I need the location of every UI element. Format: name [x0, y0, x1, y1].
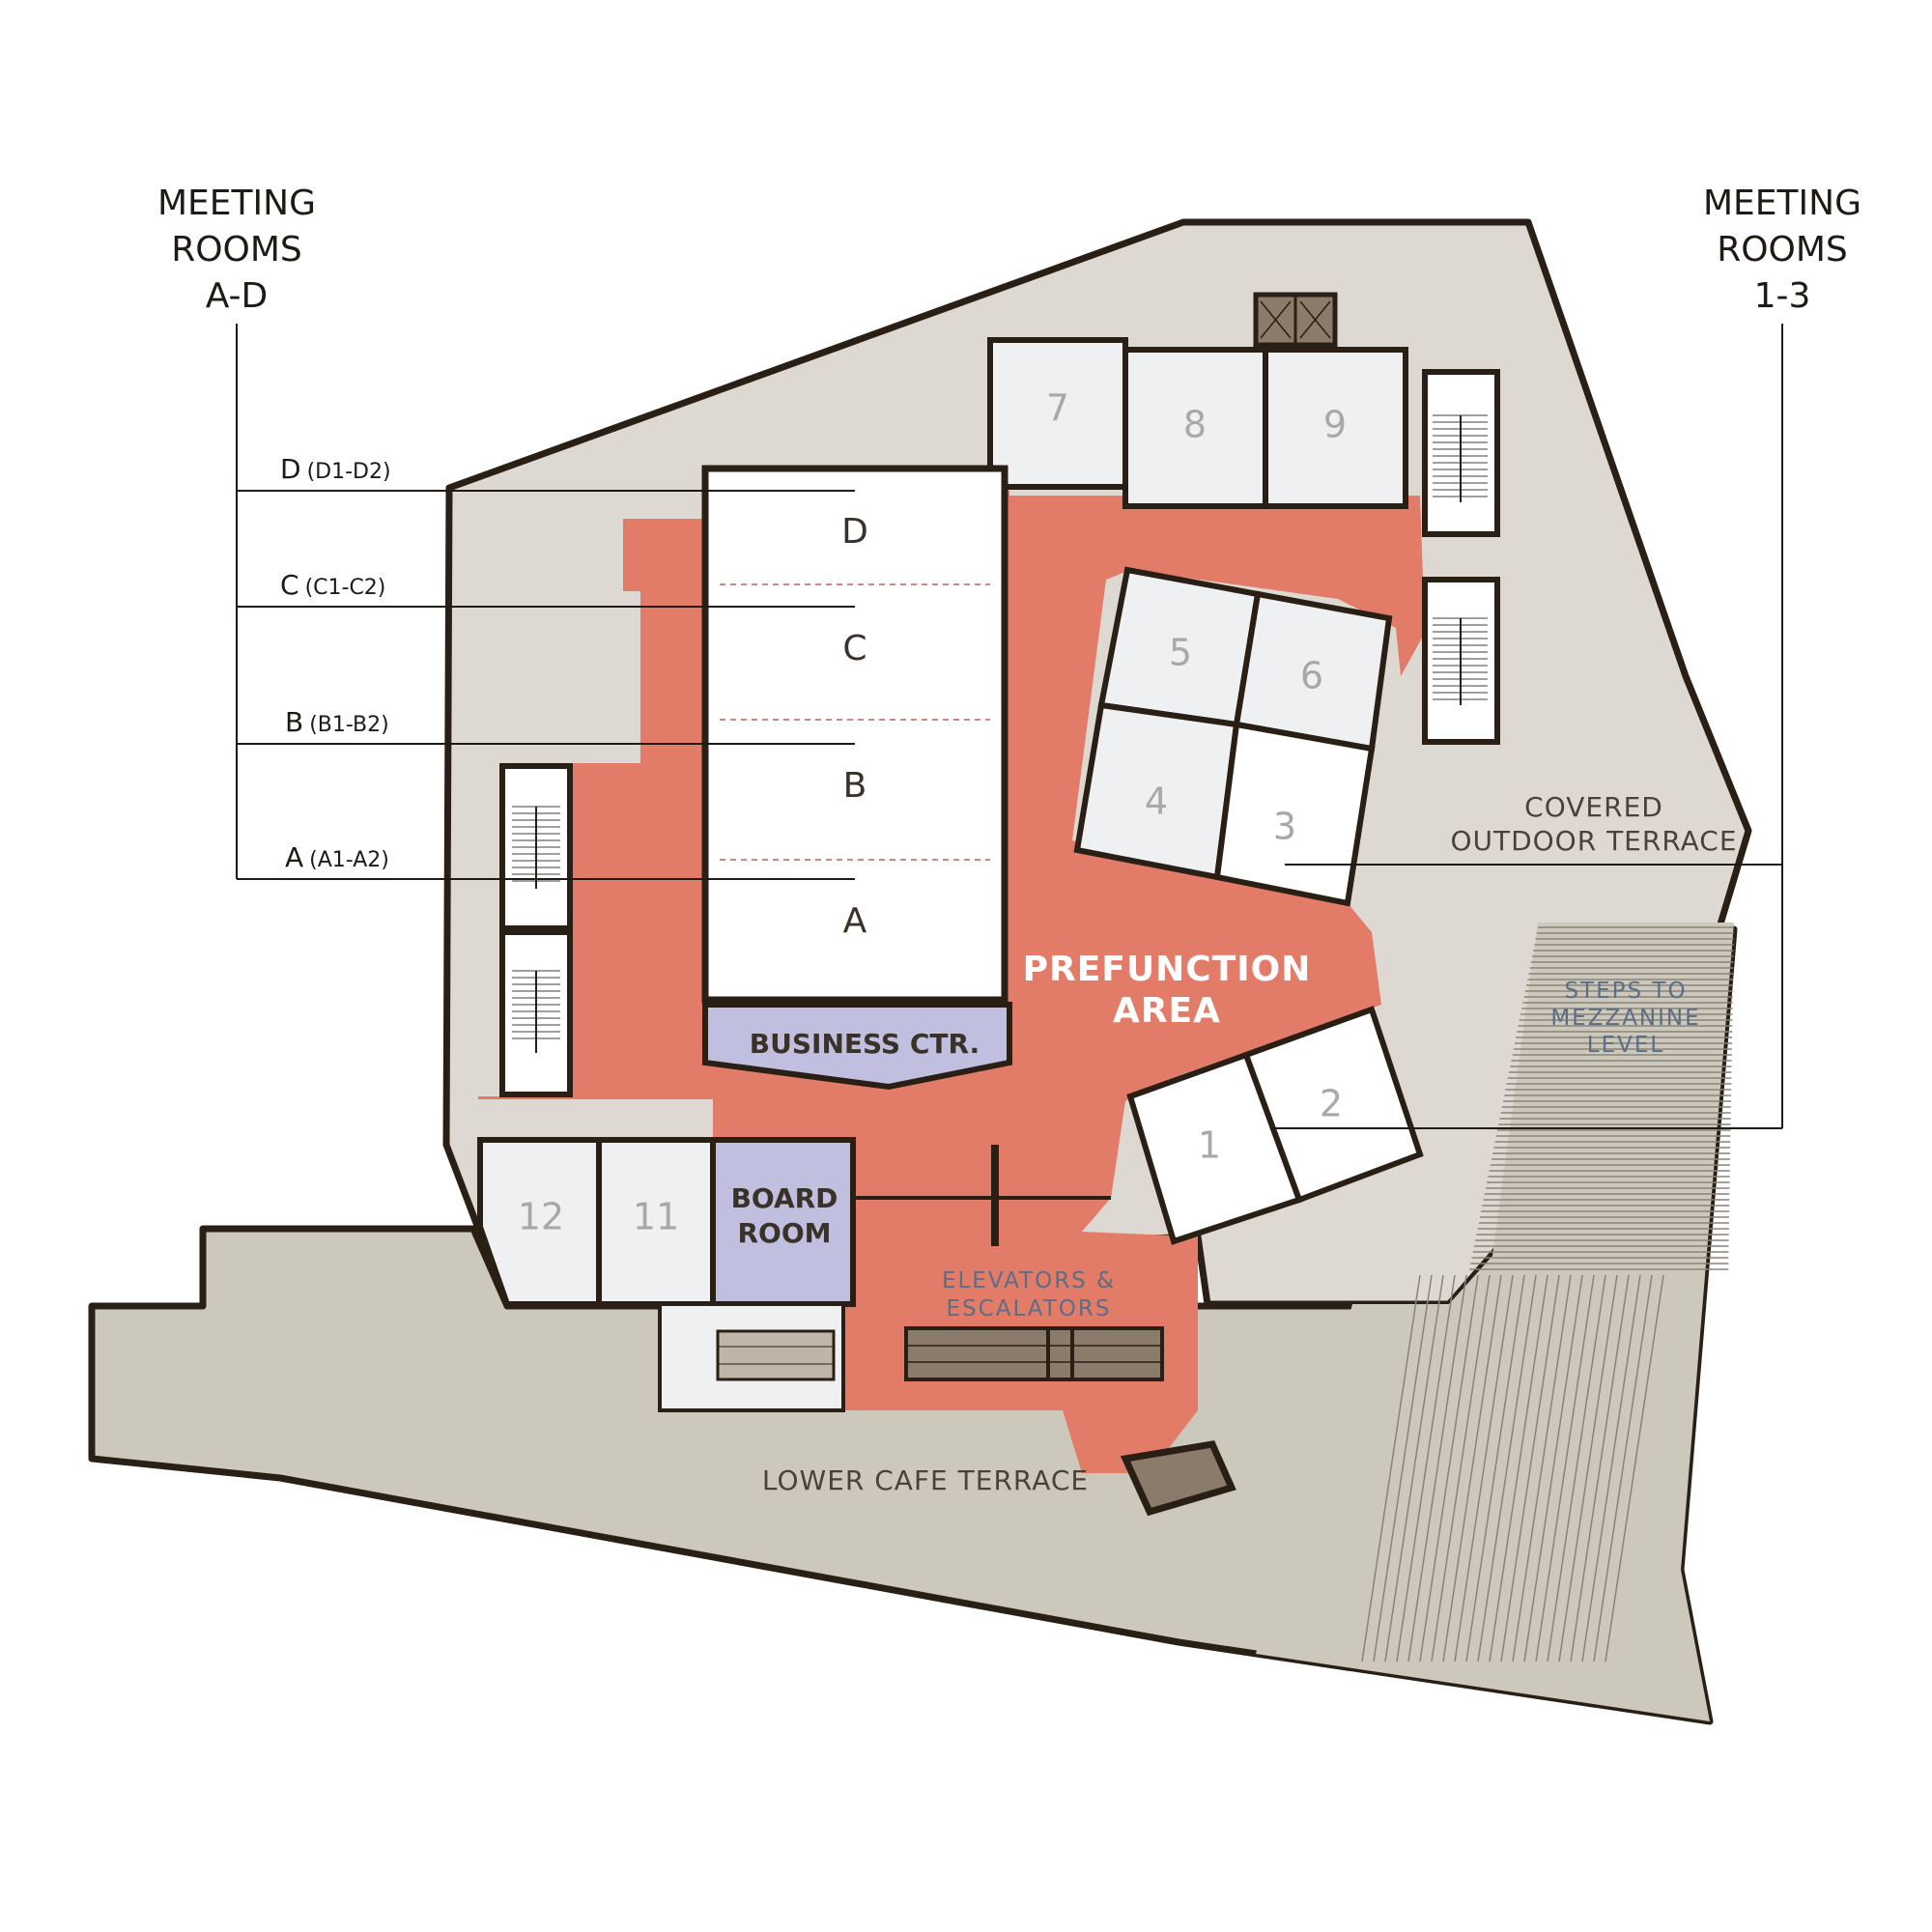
- room-11[interactable]: 11: [596, 1137, 716, 1307]
- business-center-label: BUSINESS CTR.: [750, 1028, 980, 1060]
- ballroom-a-d: D C B A: [701, 465, 1009, 1004]
- callout-c-sub: (C1-C2): [305, 576, 386, 600]
- callout-c-main: C: [280, 569, 299, 601]
- svg-text:B(B1-B2): B(B1-B2): [285, 706, 389, 738]
- room-3[interactable]: [1213, 721, 1376, 907]
- left-header-line3: A-D: [206, 276, 269, 316]
- room-7-label: 7: [1046, 387, 1069, 430]
- svg-text:D(D1-D2): D(D1-D2): [280, 453, 391, 485]
- room-c-label: C: [842, 629, 867, 668]
- callout-d-sub: (D1-D2): [307, 460, 391, 484]
- west-stair-2: [499, 929, 573, 1097]
- board-room[interactable]: BOARD ROOM: [710, 1137, 856, 1307]
- room-b[interactable]: B: [843, 766, 867, 806]
- svg-text:C(C1-C2): C(C1-C2): [280, 569, 385, 601]
- top-elevator: [1253, 292, 1338, 348]
- elevators-label-2: ESCALATORS: [947, 1296, 1112, 1321]
- callout-d-main: D: [280, 453, 301, 485]
- room-12-label: 12: [518, 1196, 564, 1238]
- room-6-label: 6: [1300, 655, 1323, 697]
- partition-wall: [855, 1145, 1111, 1246]
- callout-b-main: B: [285, 706, 303, 738]
- west-stair-1: [499, 763, 573, 931]
- right-leader-lines: [1270, 324, 1783, 1129]
- covered-terrace-label-1: COVERED: [1524, 791, 1663, 823]
- prefunction-label-2: AREA: [1113, 991, 1221, 1031]
- room-5-label: 5: [1169, 632, 1192, 674]
- room-11-label: 11: [633, 1196, 679, 1238]
- prefunction-label-1: PREFUNCTION: [1023, 950, 1312, 989]
- rooms-3-6-cluster: 5 6 4 3: [1073, 566, 1393, 907]
- east-stair-1: [1422, 369, 1500, 537]
- room-9-label: 9: [1323, 404, 1347, 446]
- business-center[interactable]: BUSINESS CTR.: [702, 1002, 1012, 1091]
- room-4-label: 4: [1145, 781, 1168, 823]
- room-1-label: 1: [1198, 1124, 1221, 1167]
- right-header-line1: MEETING: [1703, 184, 1861, 223]
- callout-b-sub: (B1-B2): [309, 713, 389, 737]
- svg-text:A(A1-A2): A(A1-A2): [285, 841, 389, 873]
- room-a[interactable]: A: [843, 901, 867, 941]
- elevators-label-1: ELEVATORS &: [942, 1268, 1116, 1293]
- elevators-escalators: [904, 1326, 1164, 1381]
- left-callouts: D(D1-D2) C(C1-C2) B(B1-B2) A(A1-A2): [280, 453, 391, 873]
- room-12[interactable]: 12: [477, 1137, 602, 1307]
- steps-label-1: STEPS TO: [1564, 979, 1687, 1004]
- right-header-line2: ROOMS: [1717, 230, 1848, 270]
- room-a-label: A: [843, 901, 867, 941]
- room-8[interactable]: 8: [1122, 347, 1268, 509]
- west-escalator-room: [658, 1302, 845, 1412]
- callout-a-sub: (A1-A2): [309, 848, 389, 872]
- steps-to-mezzanine-stripes: [1256, 923, 1734, 1721]
- covered-terrace-label-2: OUTDOOR TERRACE: [1450, 825, 1737, 857]
- board-room-label-2: ROOM: [737, 1217, 831, 1249]
- board-room-label-1: BOARD: [731, 1182, 838, 1214]
- steps-label-3: LEVEL: [1587, 1033, 1664, 1058]
- room-c[interactable]: C: [842, 629, 867, 668]
- room-b-label: B: [843, 766, 867, 806]
- lower-cafe-terrace-label: LOWER CAFE TERRACE: [762, 1464, 1089, 1496]
- room-8-label: 8: [1183, 404, 1207, 446]
- rooms-1-2-cluster: 1 2: [1126, 1006, 1424, 1245]
- left-leader-lines: [236, 324, 855, 880]
- south-elevator: [1120, 1440, 1236, 1517]
- left-header: MEETING ROOMS A-D: [157, 184, 316, 316]
- steps-label-2: MEZZANINE: [1550, 1006, 1700, 1031]
- room-d-label: D: [841, 512, 868, 552]
- room-9[interactable]: 9: [1263, 347, 1408, 509]
- room-2-label: 2: [1320, 1083, 1343, 1125]
- right-header-line3: 1-3: [1754, 276, 1811, 316]
- room-d[interactable]: D: [841, 512, 868, 552]
- east-stair-2: [1422, 577, 1500, 745]
- right-header: MEETING ROOMS 1-3: [1703, 184, 1861, 316]
- room-7[interactable]: 7: [987, 337, 1128, 490]
- left-header-line1: MEETING: [157, 184, 316, 223]
- room-2[interactable]: [1242, 1006, 1424, 1204]
- room-3-label: 3: [1273, 806, 1296, 848]
- callout-a-main: A: [285, 841, 303, 873]
- left-header-line2: ROOMS: [171, 230, 302, 270]
